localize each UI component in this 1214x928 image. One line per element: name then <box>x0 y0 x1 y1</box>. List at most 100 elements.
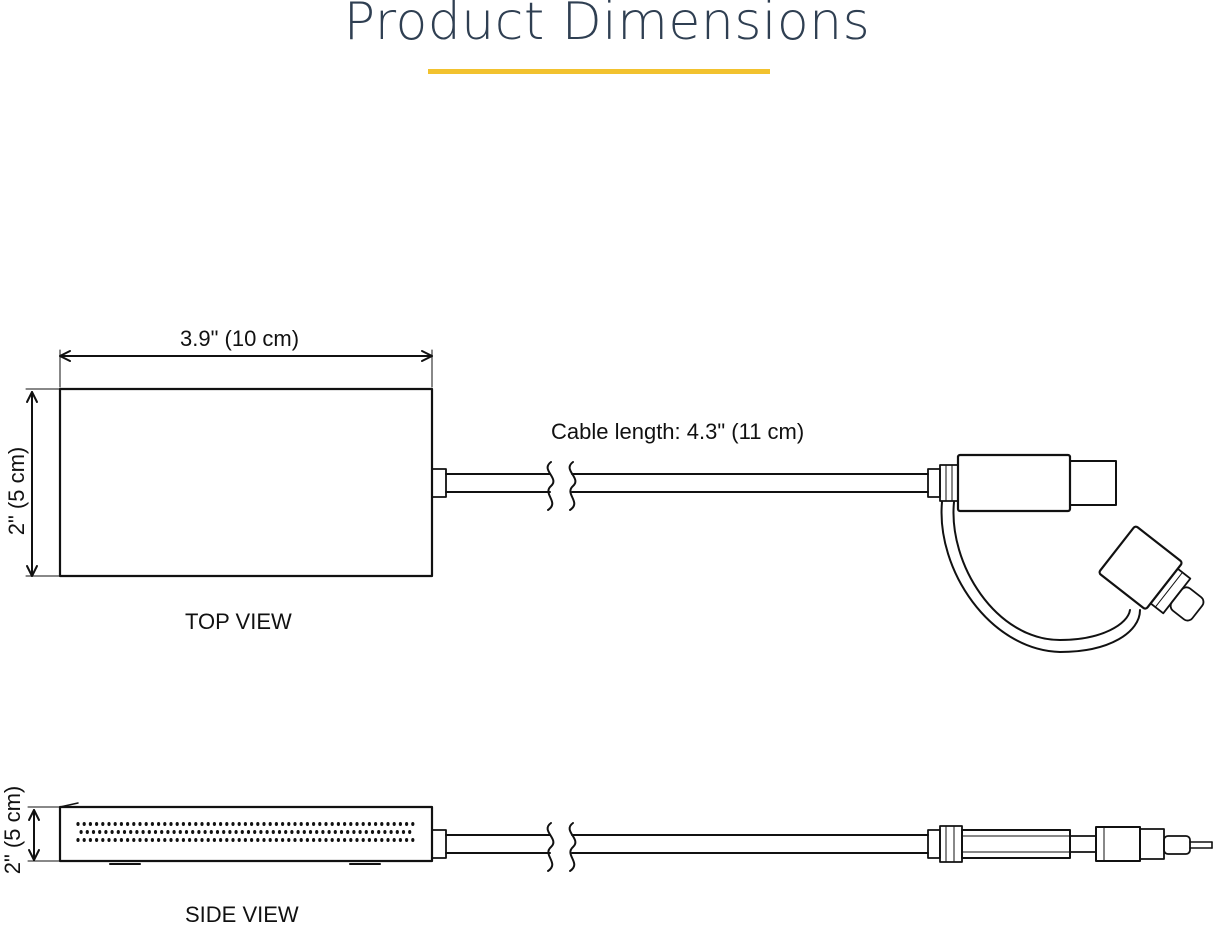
vent-hole <box>144 838 148 842</box>
vent-hole <box>200 838 204 842</box>
vent-hole <box>380 822 384 826</box>
vent-hole <box>250 822 254 826</box>
vent-hole <box>296 830 300 834</box>
vent-hole <box>101 838 105 842</box>
side-height-dimension-label: 2" (5 cm) <box>0 785 25 875</box>
vent-hole <box>228 830 232 834</box>
vent-hole <box>79 830 83 834</box>
vent-hole <box>262 822 266 826</box>
vent-hole <box>234 830 238 834</box>
vent-hole <box>284 830 288 834</box>
vent-hole <box>188 838 192 842</box>
vent-hole <box>88 822 92 826</box>
vent-hole <box>126 822 130 826</box>
width-dimension-arrow <box>59 349 433 388</box>
vent-hole <box>147 830 151 834</box>
vent-hole <box>401 830 406 834</box>
vent-hole <box>119 838 123 842</box>
vent-hole <box>352 830 356 834</box>
vent-hole <box>330 838 334 842</box>
usb-connector-top <box>927 453 1117 513</box>
vent-hole <box>302 830 306 834</box>
vent-hole <box>76 822 80 826</box>
top-view-label: TOP VIEW <box>185 609 292 634</box>
vent-hole <box>219 838 223 842</box>
vent-hole <box>274 838 278 842</box>
vent-hole <box>327 830 331 834</box>
vent-hole <box>349 838 353 842</box>
vent-hole <box>166 830 170 834</box>
vent-hole <box>222 830 226 834</box>
vent-hole <box>290 830 294 834</box>
vent-hole <box>312 838 316 842</box>
vent-hole <box>308 830 313 834</box>
vent-hole <box>243 822 247 826</box>
vent-hole <box>370 830 375 834</box>
vent-hole <box>268 822 272 826</box>
vent-hole <box>141 830 145 834</box>
vent-hole <box>253 830 257 834</box>
vent-hole <box>138 838 142 842</box>
vent-hole <box>116 830 120 834</box>
vent-hole <box>346 830 350 834</box>
page-title: Product Dimensions <box>343 0 871 52</box>
vent-hole <box>129 830 133 834</box>
vent-hole <box>315 830 319 834</box>
vent-hole <box>231 838 235 842</box>
vent-hole <box>184 830 189 834</box>
vent-hole <box>324 822 328 826</box>
vent-hole <box>215 830 220 834</box>
vent-hole <box>318 822 322 826</box>
vent-hole <box>91 830 96 834</box>
vent-hole <box>181 822 185 826</box>
vent-hole <box>305 822 309 826</box>
vent-hole <box>188 822 192 826</box>
vent-hole <box>374 838 378 842</box>
vent-hole <box>364 830 368 834</box>
vent-hole <box>98 830 102 834</box>
vent-hole <box>135 830 139 834</box>
hub-body-side <box>58 805 434 863</box>
vent-hole <box>377 830 381 834</box>
vent-hole <box>330 822 334 826</box>
vent-hole <box>293 822 297 826</box>
cable-top <box>445 461 929 511</box>
usb-c-adapter <box>1098 525 1205 622</box>
vent-hole <box>395 830 399 834</box>
vent-hole <box>200 822 204 826</box>
vent-hole <box>339 830 344 834</box>
height-dimension-label: 2" (5 cm) <box>4 446 29 536</box>
vent-hole <box>212 822 216 826</box>
vent-hole <box>110 830 114 834</box>
vent-hole <box>82 838 86 842</box>
vent-hole <box>160 830 164 834</box>
vent-hole <box>169 822 173 826</box>
vent-hole <box>231 822 235 826</box>
vent-hole <box>132 838 136 842</box>
vent-hole <box>268 838 272 842</box>
vent-hole <box>349 822 353 826</box>
vent-hole <box>163 838 167 842</box>
vent-hole <box>256 822 260 826</box>
vent-hole <box>374 822 378 826</box>
vent-hole <box>101 822 105 826</box>
vent-hole <box>144 822 148 826</box>
vent-hole <box>367 822 371 826</box>
vent-hole <box>157 822 161 826</box>
vent-hole <box>113 822 117 826</box>
vent-hole <box>380 838 384 842</box>
vent-hole <box>175 822 179 826</box>
vent-hole <box>277 830 282 834</box>
vent-hole <box>104 830 108 834</box>
vent-hole <box>88 838 92 842</box>
vent-hole <box>405 838 409 842</box>
vent-hole <box>355 822 359 826</box>
vent-hole <box>219 822 223 826</box>
vent-hole <box>153 830 158 834</box>
side-view-label: SIDE VIEW <box>185 902 299 927</box>
vent-hole <box>76 838 80 842</box>
vent-hole <box>107 838 111 842</box>
usb-connector-side <box>927 825 1213 863</box>
vent-hole <box>343 838 347 842</box>
hub-body-top <box>58 387 434 578</box>
